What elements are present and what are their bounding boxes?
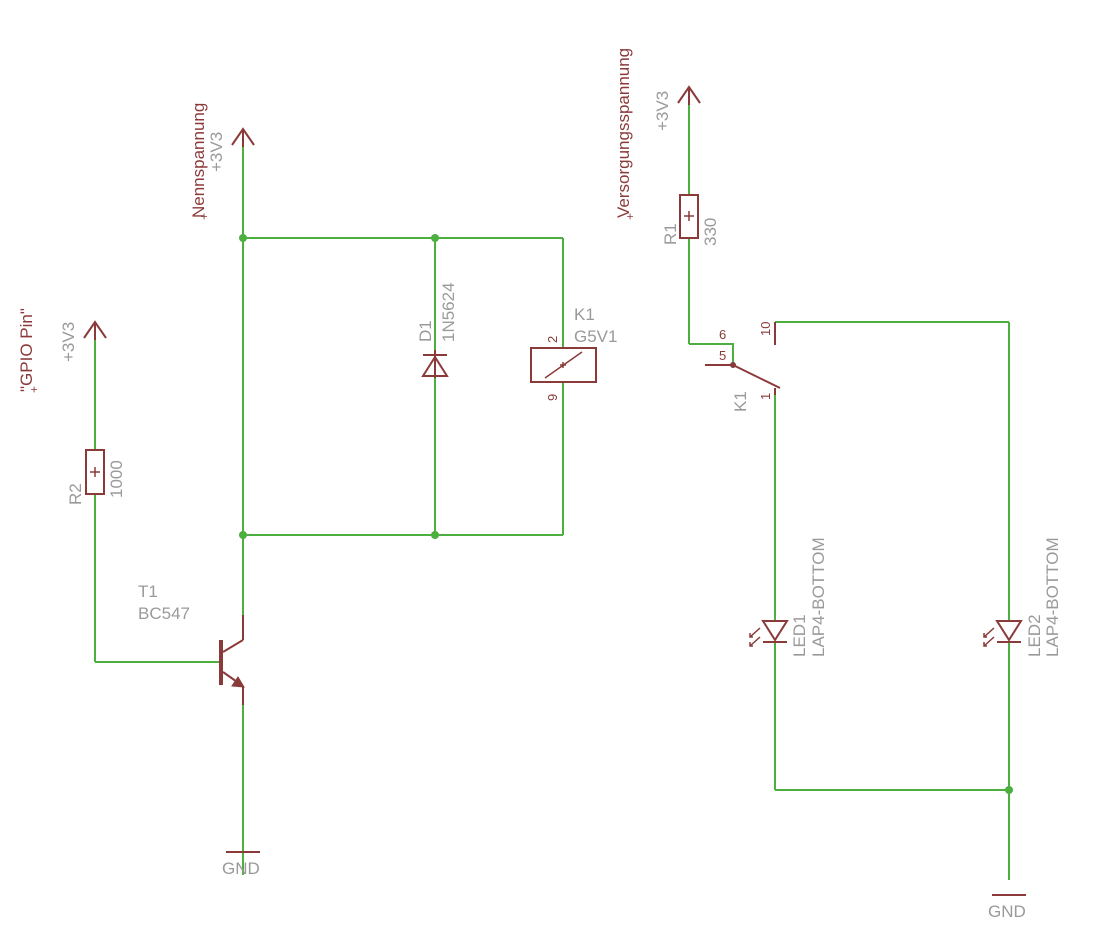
r1-value: 330	[701, 218, 720, 246]
net-label-vers: Versorgungsspannung	[614, 48, 633, 218]
k1-coil-name: K1	[574, 305, 595, 324]
junction-dot	[239, 234, 247, 242]
d1-name: D1	[416, 320, 435, 342]
wires	[94, 90, 1010, 880]
net-label-nenn: Nennspannung	[189, 103, 208, 218]
d1-value: 1N5624	[439, 282, 458, 342]
junction-dot	[1005, 786, 1013, 794]
relay-coil-k1	[530, 347, 597, 383]
r1-name: R1	[661, 223, 680, 245]
led-led2	[983, 620, 1023, 647]
k1-switch-pin-10: 10	[758, 322, 773, 336]
supply-arrow-vers	[677, 85, 701, 105]
gnd-label-2: GND	[988, 902, 1026, 921]
r2-value: 1000	[107, 460, 126, 498]
k1-switch-pin-6: 6	[719, 327, 726, 342]
k1-coil-pin-2: 2	[545, 336, 560, 343]
r2-name: R2	[66, 483, 85, 505]
net-plus-vers: +	[623, 213, 637, 220]
k1-switch-pin-1: 1	[758, 393, 773, 400]
diode-d1	[421, 350, 449, 378]
relay-switch-k1	[689, 322, 781, 395]
supply-arrow-gpio	[83, 320, 107, 340]
led2-name: LED2	[1025, 614, 1044, 657]
junctions	[239, 234, 1013, 794]
gnd-label-1: GND	[222, 859, 260, 878]
t1-value: BC547	[138, 604, 190, 623]
k1-coil-pin-9: 9	[545, 394, 560, 401]
led2-value: LAP4-BOTTOM	[1043, 537, 1062, 657]
t1-name: T1	[138, 582, 158, 601]
junction-dot	[431, 531, 439, 539]
k1-switch-name: K1	[731, 391, 750, 412]
net-label-gpio: "GPIO Pin"	[17, 308, 36, 392]
k1-coil-value: G5V1	[574, 327, 617, 346]
led1-name: LED1	[790, 614, 809, 657]
net-plus-nenn: +	[197, 213, 211, 220]
net-plus-gpio: +	[27, 386, 41, 393]
led-led1	[749, 620, 789, 647]
transistor-t1	[219, 615, 245, 705]
k1-switch-pin-5: 5	[719, 348, 726, 363]
supply-label-nenn: +3V3	[207, 132, 226, 172]
led1-value: LAP4-BOTTOM	[809, 537, 828, 657]
junction-dot	[431, 234, 439, 242]
resistor-r2	[85, 449, 105, 495]
resistor-r1	[679, 194, 699, 239]
junction-dot	[239, 531, 247, 539]
supply-arrow-nenn	[231, 127, 255, 147]
supply-label-vers: +3V3	[653, 91, 672, 131]
supply-label-gpio: +3V3	[59, 322, 78, 362]
